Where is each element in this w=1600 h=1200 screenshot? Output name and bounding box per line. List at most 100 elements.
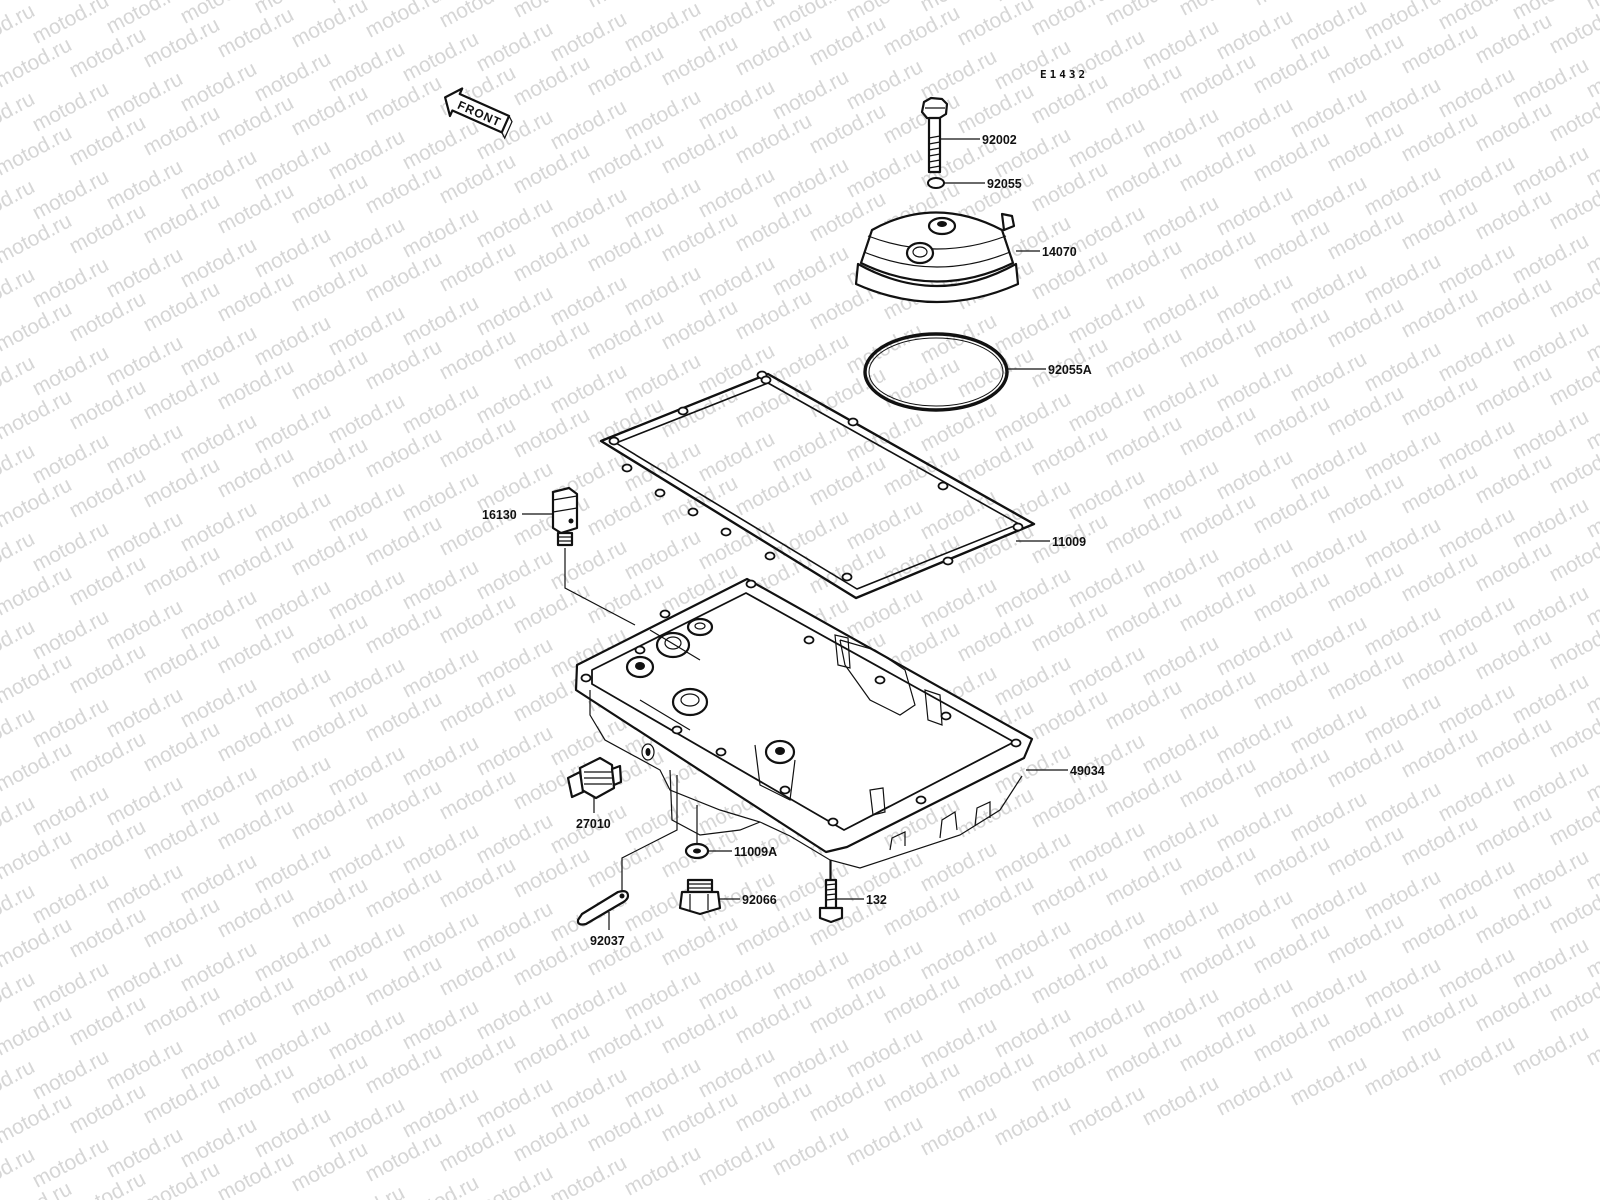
watermark-text: motod.ru [1028, 0, 1112, 40]
watermark-text: motod.ru [1361, 73, 1445, 132]
watermark-text: motod.ru [991, 651, 1075, 710]
watermark-text: motod.ru [288, 961, 372, 1020]
watermark-text: motod.ru [103, 947, 187, 1006]
watermark-text: motod.ru [29, 0, 113, 48]
watermark-text: motod.ru [732, 197, 816, 256]
watermark-text: motod.ru [140, 189, 224, 248]
watermark-text: motod.ru [103, 683, 187, 742]
watermark-text: motod.ru [251, 487, 335, 546]
watermark-text: motod.ru [362, 1039, 446, 1098]
watermark-text: motod.ru [288, 433, 372, 492]
watermark-text: motod.ru [658, 295, 742, 354]
gasket-bolt-hole [720, 527, 732, 537]
watermark-text: motod.ru [1139, 367, 1223, 426]
label-92037: 92037 [590, 934, 625, 948]
watermark-text: motod.ru [843, 583, 927, 642]
watermark-text: motod.ru [214, 1059, 298, 1118]
watermark-text: motod.ru [658, 0, 742, 2]
watermark-text: motod.ru [1028, 773, 1112, 832]
watermark-text: motod.ru [1398, 283, 1482, 342]
watermark-text: motod.ru [510, 139, 594, 198]
watermark-text: motod.ru [1250, 0, 1334, 10]
watermark-text: motod.ru [1028, 1037, 1112, 1096]
watermark-text: motod.ru [1176, 401, 1260, 460]
watermark-text: motod.ru [843, 319, 927, 378]
watermark-text: motod.ru [732, 109, 816, 168]
watermark-text: motod.ru [325, 741, 409, 800]
watermark-text: motod.ru [806, 979, 890, 1038]
watermark-text: motod.ru [473, 721, 557, 780]
watermark-text: motod.ru [362, 335, 446, 394]
label-16130: 16130 [482, 508, 517, 522]
watermark-text: motod.ru [1361, 777, 1445, 836]
watermark-text: motod.ru [177, 321, 261, 380]
watermark-text: motod.ru [547, 271, 631, 330]
watermark-text: motod.ru [584, 41, 668, 100]
watermark-text: motod.ru [880, 441, 964, 500]
watermark-text: motod.ru [584, 481, 668, 540]
watermark-text: motod.ru [621, 0, 705, 56]
watermark-text: motod.ru [621, 349, 705, 408]
watermark-text: motod.ru [1287, 699, 1371, 758]
watermark-text: motod.ru [140, 13, 224, 72]
watermark-text: motod.ru [806, 1067, 890, 1126]
watermark-text: motod.ru [510, 1107, 594, 1166]
watermark-text: motod.ru [1287, 83, 1371, 142]
watermark-text: motod.ru [29, 693, 113, 752]
watermark-text: motod.ru [1213, 973, 1297, 1032]
watermark-text: motod.ru [1102, 851, 1186, 910]
watermark-text: motod.ru [436, 589, 520, 648]
watermark-text: motod.ru [29, 253, 113, 312]
watermark-text: motod.ru [1324, 645, 1408, 704]
watermark-text: motod.ru [140, 453, 224, 512]
watermark-text: motod.ru [1472, 625, 1556, 684]
watermark-text: motod.ru [843, 1111, 927, 1170]
watermark-text: motod.ru [621, 789, 705, 848]
watermark-text: motod.ru [658, 207, 742, 266]
watermark-text: motod.ru [1176, 1017, 1260, 1076]
watermark-text: motod.ru [1028, 421, 1112, 480]
watermark-text: motod.ru [806, 451, 890, 510]
watermark-text: motod.ru [843, 143, 927, 202]
watermark-text: motod.ru [1028, 949, 1112, 1008]
watermark-text: motod.ru [1102, 587, 1186, 646]
watermark-text: motod.ru [29, 77, 113, 136]
watermark-text: motod.ru [732, 1077, 816, 1136]
watermark-text: motod.ru [1509, 405, 1593, 464]
watermark-text: motod.ru [103, 331, 187, 390]
watermark-text: motod.ru [621, 437, 705, 496]
watermark-text: motod.ru [1102, 59, 1186, 118]
watermark-text: motod.ru [436, 0, 520, 32]
watermark-text: motod.ru [362, 511, 446, 570]
watermark-text: motod.ru [325, 125, 409, 184]
watermark-text: motod.ru [1213, 93, 1297, 152]
watermark-text: motod.ru [1287, 259, 1371, 318]
gasket-bolt-hole [841, 572, 853, 582]
watermark-text: motod.ru [1250, 303, 1334, 362]
watermark-text: motod.ru [288, 257, 372, 316]
washer-11009A [684, 842, 710, 860]
watermark-text: motod.ru [1139, 15, 1223, 74]
label-92055: 92055 [987, 177, 1022, 191]
watermark-text: motod.ru [436, 1117, 520, 1176]
watermark-text: motod.ru [103, 0, 187, 38]
watermark-text: motod.ru [806, 11, 890, 70]
watermark-text: motod.ru [695, 339, 779, 398]
watermark-text: motod.ru [1472, 713, 1556, 772]
watermark-text: motod.ru [547, 1063, 631, 1122]
watermark-text: motod.ru [399, 379, 483, 438]
watermark-text: motod.ru [843, 1023, 927, 1082]
watermark-text: motod.ru [1324, 997, 1408, 1056]
watermark-text: motod.ru [103, 859, 187, 918]
watermark-text: motod.ru [1213, 885, 1297, 944]
watermark-text: motod.ru [140, 805, 224, 864]
watermark-text: motod.ru [584, 393, 668, 452]
gasket-11009 [599, 370, 1036, 600]
watermark-text: motod.ru [177, 1113, 261, 1172]
watermark-text: motod.ru [1435, 591, 1519, 650]
gasket-bolt-hole [764, 551, 776, 561]
watermark-text: motod.ru [769, 1121, 853, 1180]
label-11009: 11009 [1052, 535, 1086, 549]
watermark-text: motod.ru [29, 1133, 113, 1192]
